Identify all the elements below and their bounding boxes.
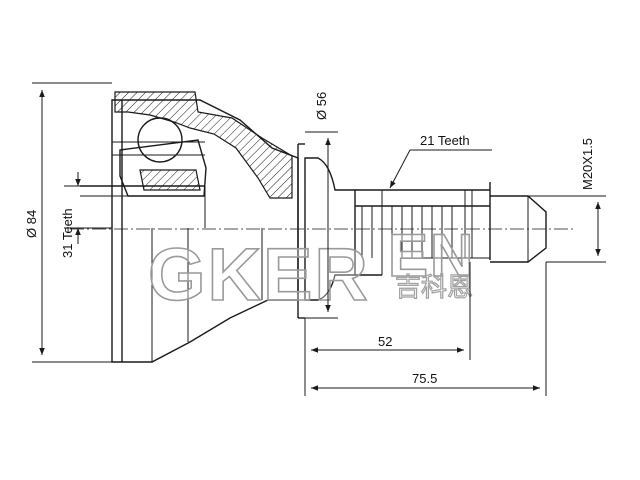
dim-length-total-label: 75.5 — [412, 371, 437, 386]
lower-housing — [121, 228, 263, 362]
watermark-subtitle: 吉科恩 — [395, 272, 473, 302]
ball — [137, 117, 183, 163]
stub-shaft — [304, 157, 547, 301]
dim-length-spline-label: 52 — [378, 334, 392, 349]
watermark-brand-suffix: EN — [388, 222, 475, 289]
dim-outer-diameter-label: Ø 84 — [24, 210, 39, 238]
dim-spline-teeth-label: 21 Teeth — [420, 133, 470, 148]
dim-length-total: 75.5 — [304, 262, 547, 396]
dim-length-spline: 52 — [304, 262, 471, 360]
housing-section — [114, 91, 293, 199]
dim-bell-diameter-label: Ø 56 — [314, 92, 329, 120]
dim-inner-teeth-label: 31 Teeth — [60, 208, 75, 258]
outer-housing — [111, 99, 305, 363]
dim-thread: M20X1.5 — [528, 138, 606, 263]
watermark-brand: GKER — [148, 233, 370, 316]
dim-outer-diameter: Ø 84 — [24, 82, 112, 363]
inner-bore — [80, 185, 206, 228]
watermark: GKER EN 吉科恩 — [147, 221, 475, 317]
inner-race-section — [139, 169, 201, 191]
dim-inner-teeth: 31 Teeth — [60, 172, 112, 258]
dim-bell-diameter: Ø 56 — [305, 92, 338, 319]
dim-thread-label: M20X1.5 — [580, 138, 595, 190]
dim-spline-teeth: 21 Teeth — [389, 133, 492, 189]
spline-teeth — [361, 206, 453, 258]
